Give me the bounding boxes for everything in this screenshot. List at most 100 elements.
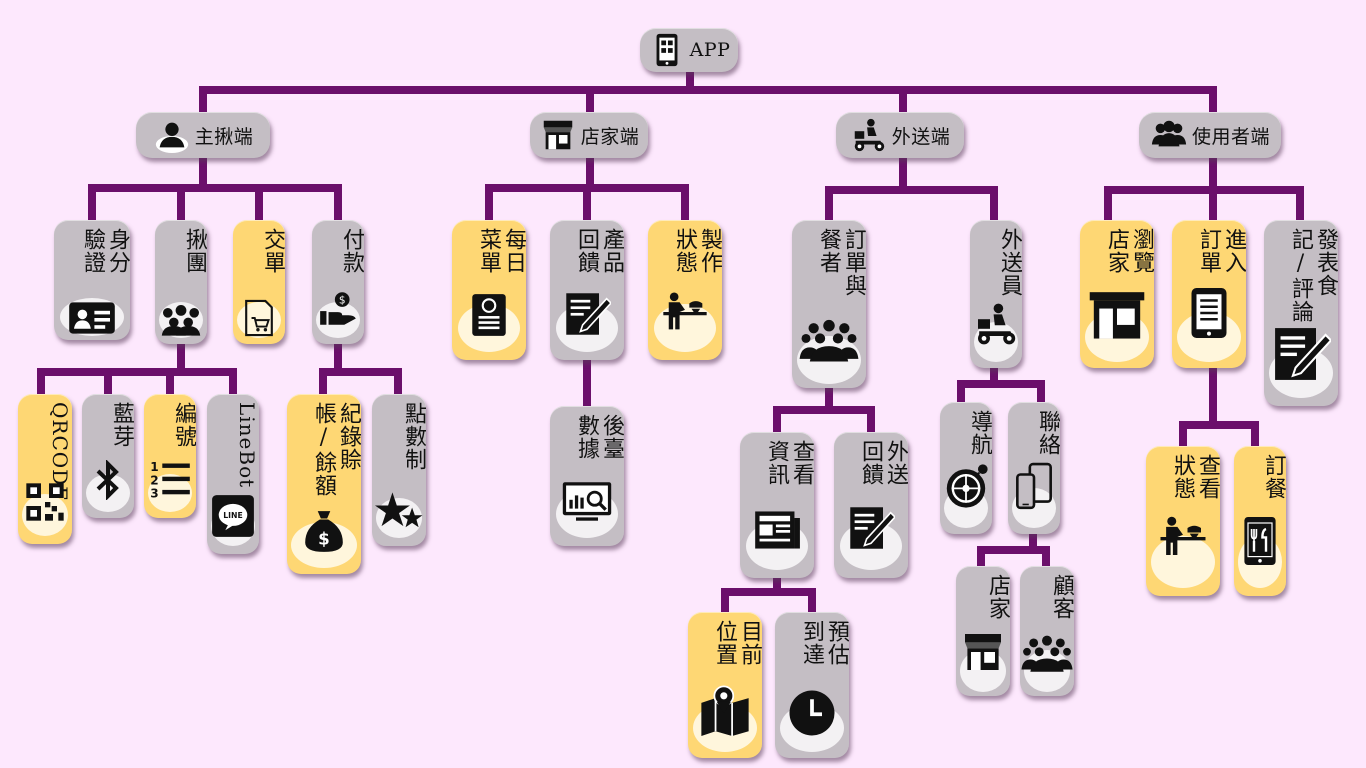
- line-icon: LINE: [212, 495, 254, 537]
- group-order-node[interactable]: 揪團: [155, 220, 207, 344]
- navigation-label: 導航: [967, 410, 992, 456]
- numbering-label: 編號: [171, 402, 196, 448]
- current-location-label: 目前位置: [712, 620, 762, 666]
- svg-text:$: $: [339, 295, 346, 307]
- storefront-icon: [965, 634, 1001, 670]
- svg-text:3: 3: [150, 487, 158, 501]
- order-parties-node[interactable]: 訂單與餐者: [792, 220, 866, 388]
- contact-store-node[interactable]: 店家: [956, 566, 1010, 696]
- hand-coin-icon: $: [320, 292, 356, 325]
- order-meal-node[interactable]: 訂餐: [1234, 446, 1286, 596]
- payment-node[interactable]: 付款 $: [312, 220, 364, 344]
- connector: [88, 154, 342, 224]
- store-side-label: 店家端: [580, 125, 640, 148]
- user-icon: [155, 122, 188, 154]
- phones-icon: [1016, 462, 1052, 510]
- connector: [1179, 364, 1259, 450]
- contact-customer-node[interactable]: 顧客: [1020, 566, 1074, 696]
- post-review-label: 發表食記/評論: [1288, 228, 1338, 323]
- chef-icon: [1160, 516, 1206, 555]
- enter-order-node[interactable]: 進入訂單: [1172, 220, 1246, 368]
- users-icon: [1151, 120, 1187, 147]
- qrcode-icon: [26, 483, 64, 521]
- svg-text:2: 2: [150, 473, 158, 487]
- app-root-node[interactable]: APP: [640, 28, 738, 72]
- menu-board-icon: [472, 294, 506, 336]
- connector: [37, 340, 237, 398]
- chef-icon: [663, 292, 707, 330]
- pencil-note-icon: [566, 293, 611, 335]
- points-node[interactable]: 點數制: [372, 394, 426, 546]
- store-side-node[interactable]: 店家端: [530, 112, 648, 158]
- delivery-side-node[interactable]: 外送端: [836, 112, 964, 158]
- record-balance-node[interactable]: 紀錄賒帳/餘額 $: [287, 394, 361, 574]
- connector: [319, 340, 402, 398]
- connector: [957, 364, 1045, 406]
- enter-order-label: 進入訂單: [1196, 228, 1246, 274]
- browse-stores-node[interactable]: 瀏覽店家: [1080, 220, 1154, 368]
- svg-text:$: $: [318, 529, 330, 549]
- view-info-label: 查看資訊: [764, 440, 814, 486]
- daily-menu-node[interactable]: 每日菜單: [452, 220, 526, 360]
- current-location-node[interactable]: 目前位置: [688, 612, 762, 758]
- scooter-icon: [854, 118, 884, 152]
- verify-id-node[interactable]: 身分驗證: [54, 220, 130, 340]
- backend-data-node[interactable]: 後臺數據: [550, 406, 624, 546]
- submit-order-node[interactable]: 交單: [233, 220, 285, 344]
- pencil-note-icon: [1275, 328, 1331, 380]
- scooter-icon: [978, 303, 1016, 345]
- contact-node[interactable]: 聯絡: [1008, 402, 1060, 534]
- tablet-icon: [656, 33, 678, 67]
- connector: [485, 154, 689, 224]
- newspaper-icon: [755, 511, 800, 549]
- backend-data-label: 後臺數據: [574, 414, 624, 460]
- product-feedback-label: 產品回饋: [574, 228, 624, 274]
- check-status-label: 查看狀態: [1170, 454, 1220, 500]
- courier-label: 外送員: [997, 228, 1022, 297]
- product-feedback-node[interactable]: 產品回饋: [550, 220, 624, 360]
- svg-text:1: 1: [150, 460, 158, 474]
- payment-label: 付款: [339, 228, 364, 274]
- bluetooth-node[interactable]: 藍芽: [82, 394, 134, 518]
- user-side-label: 使用者端: [1191, 125, 1270, 148]
- browse-stores-label: 瀏覽店家: [1104, 228, 1154, 274]
- cart-receipt-icon: [245, 299, 273, 337]
- production-status-node[interactable]: 製作狀態: [648, 220, 722, 360]
- eta-node[interactable]: 預估到達: [775, 612, 849, 758]
- delivery-feedback-label: 外送回饋: [858, 440, 908, 486]
- pencil-note-icon: [850, 507, 895, 549]
- verify-id-label: 身分驗證: [80, 228, 130, 274]
- order-parties-label: 訂單與餐者: [816, 228, 866, 297]
- eta-label: 預估到達: [799, 620, 849, 666]
- shop-awning-icon: [1089, 292, 1145, 339]
- group-icon: [161, 305, 201, 336]
- group-buyer-node[interactable]: 主揪端: [136, 112, 270, 158]
- connector: [773, 384, 875, 436]
- numbered-list-icon: 123: [150, 460, 190, 501]
- navigation-node[interactable]: 導航: [940, 402, 992, 534]
- phone-list-icon: [1191, 288, 1227, 338]
- id-card-icon: [69, 302, 115, 334]
- connector: [977, 530, 1050, 570]
- view-info-node[interactable]: 查看資訊: [740, 432, 814, 578]
- storefront-icon: [543, 120, 572, 150]
- linebot-node[interactable]: LineBot LINE: [207, 394, 259, 554]
- dashboard-icon: [562, 482, 612, 521]
- delivery-feedback-node[interactable]: 外送回饋: [834, 432, 908, 578]
- post-review-node[interactable]: 發表食記/評論: [1264, 220, 1338, 406]
- connector: [721, 574, 816, 616]
- user-side-node[interactable]: 使用者端: [1139, 112, 1281, 158]
- svg-text:LINE: LINE: [223, 511, 242, 520]
- qrcode-node[interactable]: QRCODE: [18, 394, 72, 544]
- group-buyer-label: 主揪端: [194, 125, 254, 148]
- courier-node[interactable]: 外送員: [970, 220, 1022, 368]
- phone-food-icon: [1244, 517, 1276, 565]
- check-status-node[interactable]: 查看狀態: [1146, 446, 1220, 596]
- points-label: 點數制: [401, 402, 426, 471]
- connector: [825, 154, 998, 224]
- submit-order-label: 交單: [260, 228, 285, 274]
- daily-menu-label: 每日菜單: [476, 228, 526, 274]
- app-root-label: APP: [689, 39, 731, 61]
